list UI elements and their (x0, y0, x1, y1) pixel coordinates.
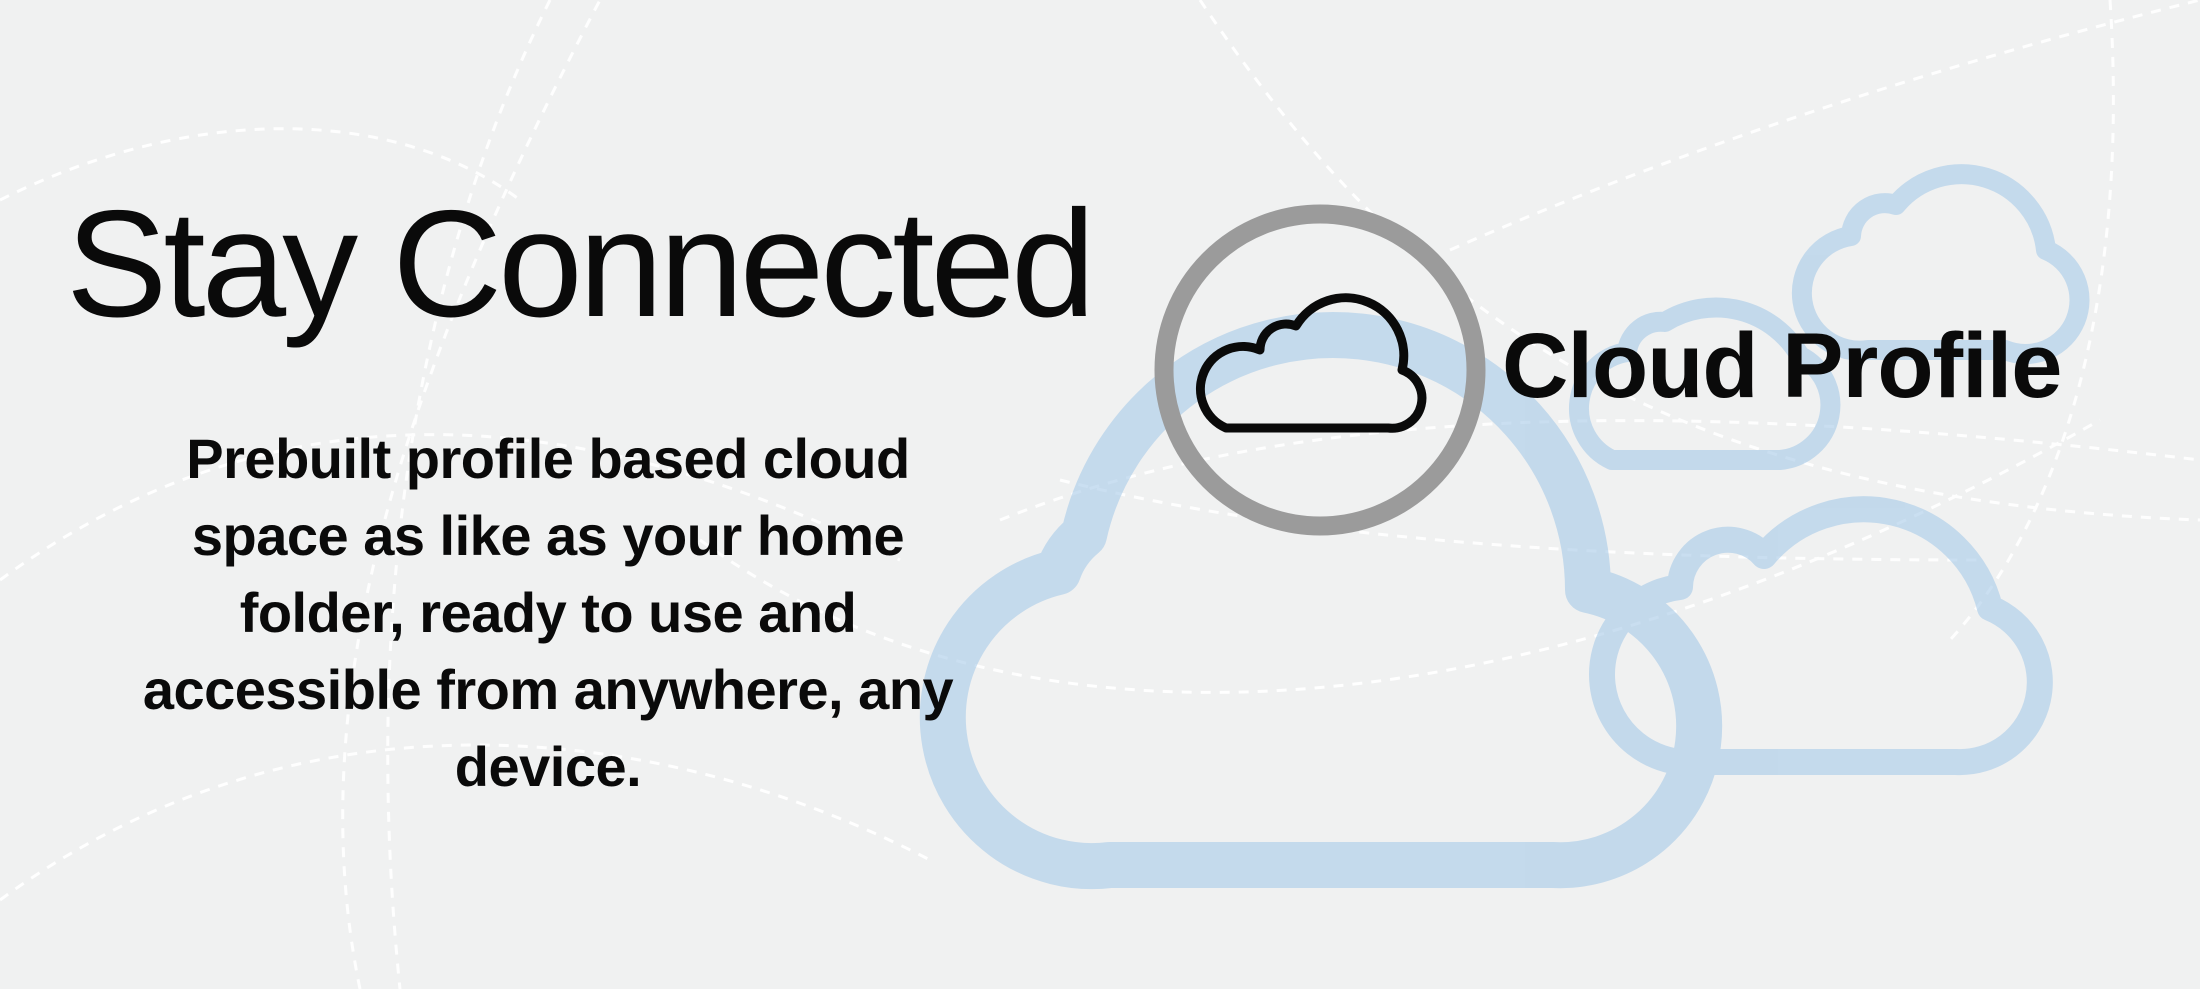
cloud-icon (1154, 204, 1486, 536)
cloud-icon (1588, 496, 2053, 776)
description: Prebuilt profile based cloud space as li… (142, 427, 954, 798)
cloud-icon (1791, 164, 2090, 364)
icon-ring (1154, 204, 1486, 536)
cloud-glyph (1195, 293, 1427, 433)
feature-label: Cloud Profile (1502, 315, 2062, 417)
headline: Stay Connected (66, 179, 1096, 349)
cloud-icon (919, 312, 1723, 890)
cloud-icon (1569, 297, 1841, 470)
background-clouds (919, 164, 2090, 890)
